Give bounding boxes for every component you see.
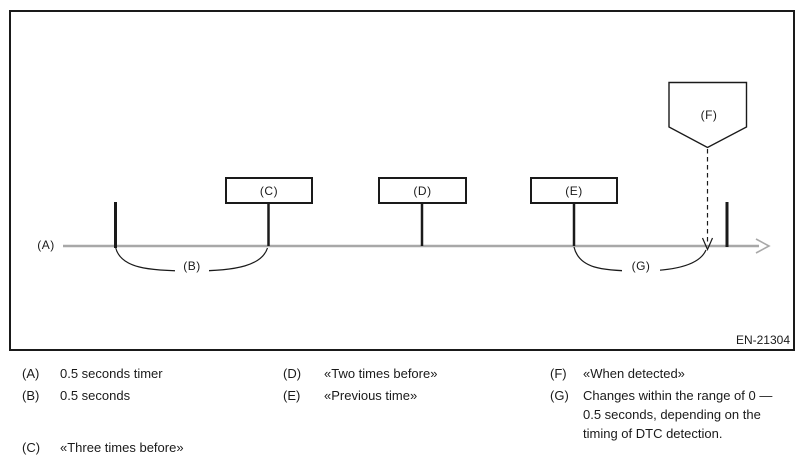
legend-text: 0.5 seconds timer xyxy=(60,366,163,381)
legend-key: (F) xyxy=(550,366,567,381)
legend-item-f: (F) «When detected» xyxy=(550,364,685,383)
legend-key: (E) xyxy=(283,388,301,403)
legend-text: Changes within the range of 0 — 0.5 seco… xyxy=(583,388,773,441)
legend-text: «Previous time» xyxy=(324,388,418,403)
legend-text: «Three times before» xyxy=(60,440,184,455)
marker-box-d-label: (D) xyxy=(413,183,432,198)
legend-key: (D) xyxy=(283,366,302,381)
legend-item-e: (E) «Previous time» xyxy=(283,386,417,405)
legend-key: (C) xyxy=(22,440,41,455)
legend-text: «Two times before» xyxy=(324,366,438,381)
interval-label-g: (G) xyxy=(622,259,660,273)
marker-box-e-label: (E) xyxy=(565,183,583,198)
marker-box-e: (E) xyxy=(530,177,618,204)
marker-box-c-label: (C) xyxy=(259,183,279,198)
legend-key: (G) xyxy=(550,388,569,403)
flag-label-f: (F) xyxy=(700,108,718,122)
legend-text: «When detected» xyxy=(583,366,685,381)
marker-box-c: (C) xyxy=(225,177,313,204)
legend-item-d: (D) «Two times before» xyxy=(283,364,437,383)
interval-label-b: (B) xyxy=(175,259,209,273)
legend-item-b: (B) 0.5 seconds xyxy=(22,386,130,405)
legend-text: 0.5 seconds xyxy=(60,388,131,403)
marker-box-d: (D) xyxy=(378,177,467,204)
legend-item-c: (C) «Three times before» xyxy=(22,438,184,457)
legend-item-a: (A) 0.5 seconds timer xyxy=(22,364,163,383)
timeline-label-a: (A) xyxy=(37,238,55,252)
legend-item-g: (G) Changes within the range of 0 — 0.5 … xyxy=(550,386,788,443)
detection-flag-shape xyxy=(668,81,748,149)
timeline-arrowhead xyxy=(755,238,771,254)
legend-key: (A) xyxy=(22,366,40,381)
detection-arrowhead xyxy=(701,237,714,252)
figure-number: EN-21304 xyxy=(735,333,790,347)
legend-key: (B) xyxy=(22,388,40,403)
